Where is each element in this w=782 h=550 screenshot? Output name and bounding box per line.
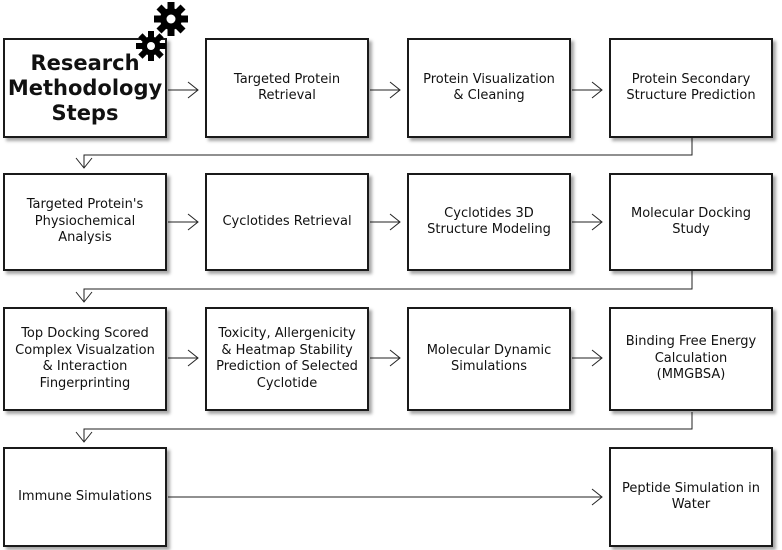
step-physiochemical-analysis: Targeted Protein's Physiochemical Analys… [3, 173, 167, 271]
title-box: Research Methodology Steps [3, 38, 167, 138]
step-binding-free-energy: Binding Free Energy Calculation (MMGBSA) [609, 307, 773, 411]
step-targeted-protein-retrieval: Targeted Protein Retrieval [205, 38, 369, 138]
step-secondary-structure: Protein Secondary Structure Prediction [609, 38, 773, 138]
step-peptide-simulation: Peptide Simulation in Water [609, 447, 773, 547]
step-toxicity-prediction: Toxicity, Allergenicity & Heatmap Stabil… [205, 307, 369, 411]
step-complex-visualization: Top Docking Scored Complex Visualzation … [3, 307, 167, 411]
step-molecular-docking: Molecular Docking Study [609, 173, 773, 271]
step-immune-simulations: Immune Simulations [3, 447, 167, 547]
step-cyclotides-3d-modeling: Cyclotides 3D Structure Modeling [407, 173, 571, 271]
step-molecular-dynamics: Molecular Dynamic Simulations [407, 307, 571, 411]
step-cyclotides-retrieval: Cyclotides Retrieval [205, 173, 369, 271]
step-protein-visualization: Protein Visualization & Cleaning [407, 38, 571, 138]
gear-icon [154, 2, 188, 36]
gear-icon [136, 31, 166, 61]
